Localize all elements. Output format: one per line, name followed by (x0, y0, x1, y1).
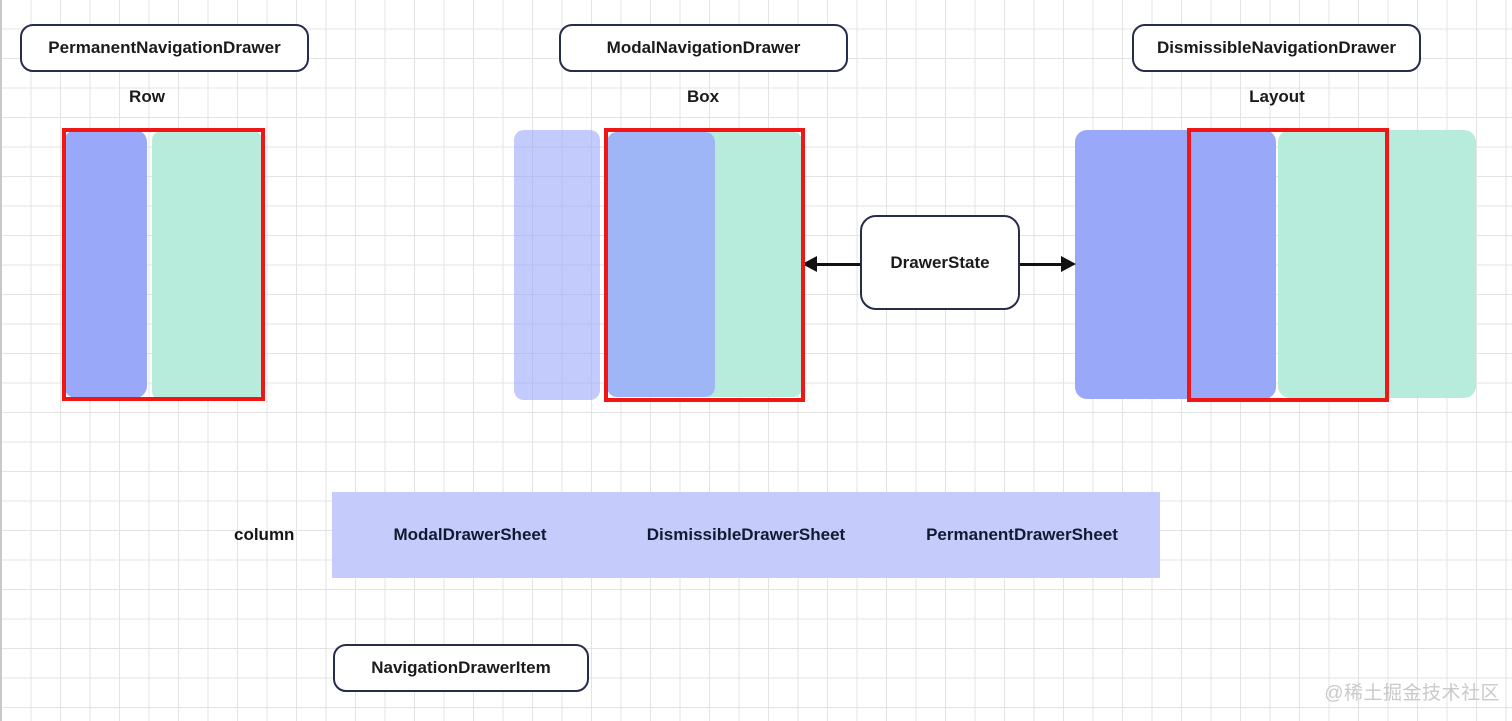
arrow-head-right (1061, 256, 1076, 272)
watermark-text: @稀土掘金技术社区 (1324, 683, 1500, 704)
permanent-visible-area-outline (62, 128, 265, 401)
navigation-drawer-item-label: NavigationDrawerItem (371, 658, 551, 677)
sheet-label-modal: ModalDrawerSheet (393, 525, 547, 544)
label-box-dismissible-navigation-drawer: DismissibleNavigationDrawer (1132, 24, 1421, 72)
modal-drawer-hidden-shape (514, 130, 600, 400)
sheet-label-dismissible: DismissibleDrawerSheet (646, 525, 846, 544)
label-text-modal-navigation-drawer: ModalNavigationDrawer (606, 38, 801, 57)
permanent-drawer-sheet-shape (64, 130, 147, 398)
permanent-content-shape (152, 131, 262, 400)
label-box-permanent-navigation-drawer: PermanentNavigationDrawer (20, 24, 309, 72)
container-label-layout: Layout (1249, 87, 1305, 106)
container-label-box: Box (686, 87, 720, 106)
label-box-modal-navigation-drawer: ModalNavigationDrawer (559, 24, 848, 72)
dismissible-content-shape (1278, 130, 1476, 398)
arrow-head-left (802, 256, 817, 272)
dismissible-visible-area-outline (1187, 128, 1389, 402)
arrow-line-left (814, 263, 860, 266)
modal-drawer-sheet-shape (607, 132, 715, 397)
arrow-line-right (1020, 263, 1062, 266)
sheet-label-permanent: PermanentDrawerSheet (926, 525, 1118, 544)
drawer-sheet-bar: ModalDrawerSheet DismissibleDrawerSheet … (332, 492, 1160, 578)
label-text-dismissible-navigation-drawer: DismissibleNavigationDrawer (1156, 38, 1397, 57)
drawer-state-box: DrawerState (860, 215, 1020, 310)
container-label-row: Row (129, 87, 165, 106)
dismissible-drawer-sheet-shape (1075, 130, 1276, 399)
drawer-state-label: DrawerState (890, 252, 990, 272)
navigation-drawer-item-box: NavigationDrawerItem (333, 644, 589, 692)
column-label: column (234, 525, 295, 544)
modal-visible-area-outline (604, 128, 805, 402)
label-text-permanent-navigation-drawer: PermanentNavigationDrawer (48, 38, 281, 57)
